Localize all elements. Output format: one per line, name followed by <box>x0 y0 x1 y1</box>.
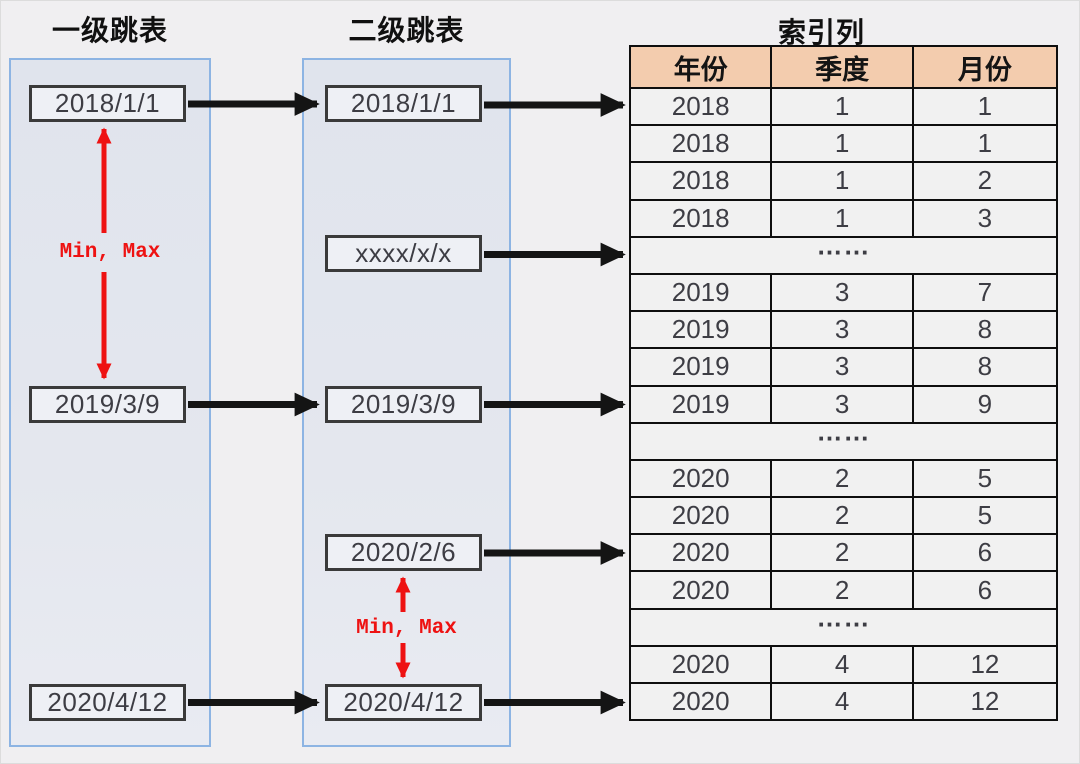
table-cell: 2 <box>913 163 1056 199</box>
table-cell: 3 <box>913 200 1056 236</box>
table-ellipsis-row: …… <box>631 602 1056 645</box>
table-cell: 12 <box>913 684 1056 720</box>
table-cell: 1 <box>913 89 1056 125</box>
table-cell: 9 <box>913 386 1056 422</box>
table-cell: 2018 <box>631 200 771 236</box>
table-cell: 3 <box>772 386 912 422</box>
table-cell: 2018 <box>631 89 771 125</box>
table-cell: 2019 <box>631 312 771 348</box>
level2-node-4: 2020/2/6 <box>325 534 482 571</box>
table-cell: 2020 <box>631 646 771 682</box>
table-cell: 2 <box>772 535 912 571</box>
table-cell: 2020 <box>631 460 771 497</box>
level1-minmax-label: Min, Max <box>59 241 161 264</box>
table-cell: 1 <box>772 163 912 199</box>
level2-node-5: 2020/4/12 <box>325 684 482 721</box>
level2-node-1: 2018/1/1 <box>325 85 482 122</box>
table-cell: 6 <box>913 535 1056 571</box>
table-cell: 3 <box>772 274 912 311</box>
table-header-quarter: 季度 <box>772 47 912 87</box>
table-cell: 2019 <box>631 274 771 311</box>
table-cell: 12 <box>913 646 1056 682</box>
level1-node-min: 2018/1/1 <box>29 85 186 122</box>
index-table-title: 索引列 <box>777 17 865 48</box>
table-cell: 2019 <box>631 386 771 422</box>
table-header-month: 月份 <box>913 47 1056 87</box>
table-cell: 3 <box>772 349 912 385</box>
table-cell: 1 <box>772 126 912 162</box>
level2-title: 二级跳表 <box>348 15 465 46</box>
table-cell: 5 <box>913 498 1056 534</box>
table-ellipsis-row: …… <box>631 416 1056 459</box>
table-ellipsis-row: …… <box>631 231 1056 273</box>
table-cell: 4 <box>772 684 912 720</box>
table-cell: 1 <box>913 126 1056 162</box>
index-table: 年份 季度 月份 2018 1 1 2018 1 1 2018 1 2 2018… <box>629 45 1058 722</box>
table-cell: 1 <box>772 200 912 236</box>
table-cell: 2 <box>772 498 912 534</box>
level2-node-3: 2019/3/9 <box>325 386 482 423</box>
level2-node-2: xxxx/x/x <box>325 235 482 272</box>
table-cell: 2 <box>772 572 912 608</box>
table-cell: 2018 <box>631 163 771 199</box>
table-cell: 2018 <box>631 126 771 162</box>
level1-node-max: 2020/4/12 <box>29 684 186 721</box>
table-cell: 4 <box>772 646 912 682</box>
table-cell: 2020 <box>631 535 771 571</box>
level2-minmax-label: Min, Max <box>356 617 457 640</box>
table-cell: 1 <box>772 89 912 125</box>
table-cell: 2 <box>772 460 912 497</box>
level1-title: 一级跳表 <box>51 15 168 46</box>
table-cell: 7 <box>913 274 1056 311</box>
table-cell: 3 <box>772 312 912 348</box>
table-cell: 6 <box>913 572 1056 608</box>
table-cell: 8 <box>913 349 1056 385</box>
table-cell: 5 <box>913 460 1056 497</box>
table-cell: 2020 <box>631 498 771 534</box>
level1-node-mid: 2019/3/9 <box>29 386 186 423</box>
table-header-year: 年份 <box>631 47 771 87</box>
table-cell: 2019 <box>631 349 771 385</box>
table-cell: 2020 <box>631 572 771 608</box>
table-cell: 2020 <box>631 684 771 720</box>
table-cell: 8 <box>913 312 1056 348</box>
